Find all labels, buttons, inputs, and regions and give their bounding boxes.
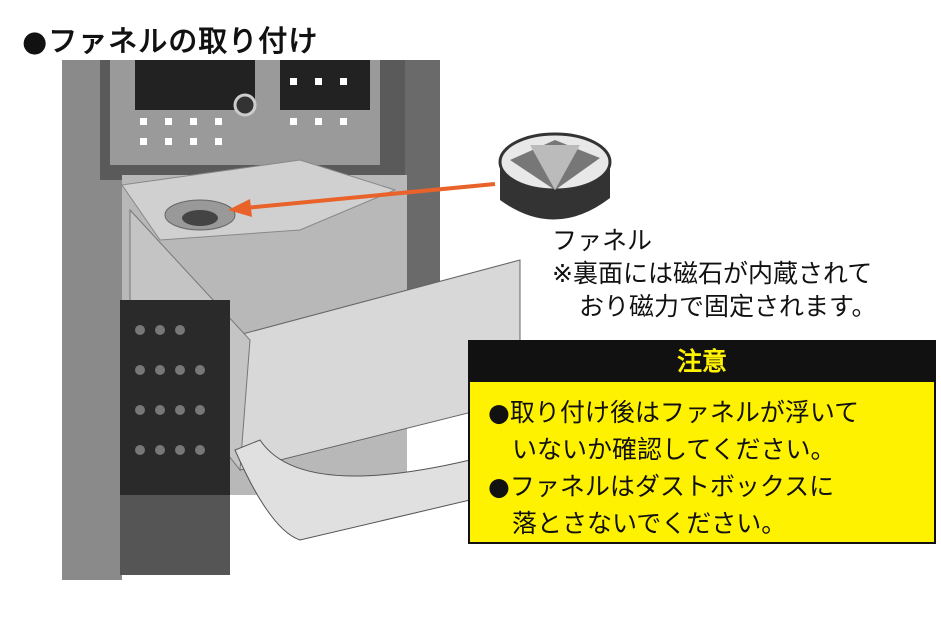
arrow-icon (228, 182, 496, 217)
caution-item1-line2: いないか確認してください。 (512, 435, 836, 464)
funnel-note-line1: ※裏面には磁石が内蔵されて (552, 259, 873, 288)
section-title: ●ファネルの取り付け (22, 24, 319, 58)
funnel-icon (498, 132, 612, 220)
caution-item1-line1: ●取り付け後はファネルが浮いて (488, 398, 860, 427)
caution-item2-line1: ●ファネルはダストボックスに (488, 472, 835, 501)
funnel-name: ファネル (552, 226, 653, 255)
caution-heading: 注意 (470, 342, 934, 382)
knob-icon (233, 93, 257, 117)
drawer-handle (234, 439, 471, 541)
caution-item2-line2: 落とさないでください。 (512, 509, 787, 538)
funnel-note-line2: おり磁力で固定されます。 (579, 292, 877, 321)
caution-box: 注意 ●取り付け後はファネルが浮いて いないか確認してください。 ●ファネルはダ… (468, 340, 936, 544)
funnel-label: ファネル ※裏面には磁石が内蔵されて おり磁力で固定されます。 (552, 224, 877, 323)
